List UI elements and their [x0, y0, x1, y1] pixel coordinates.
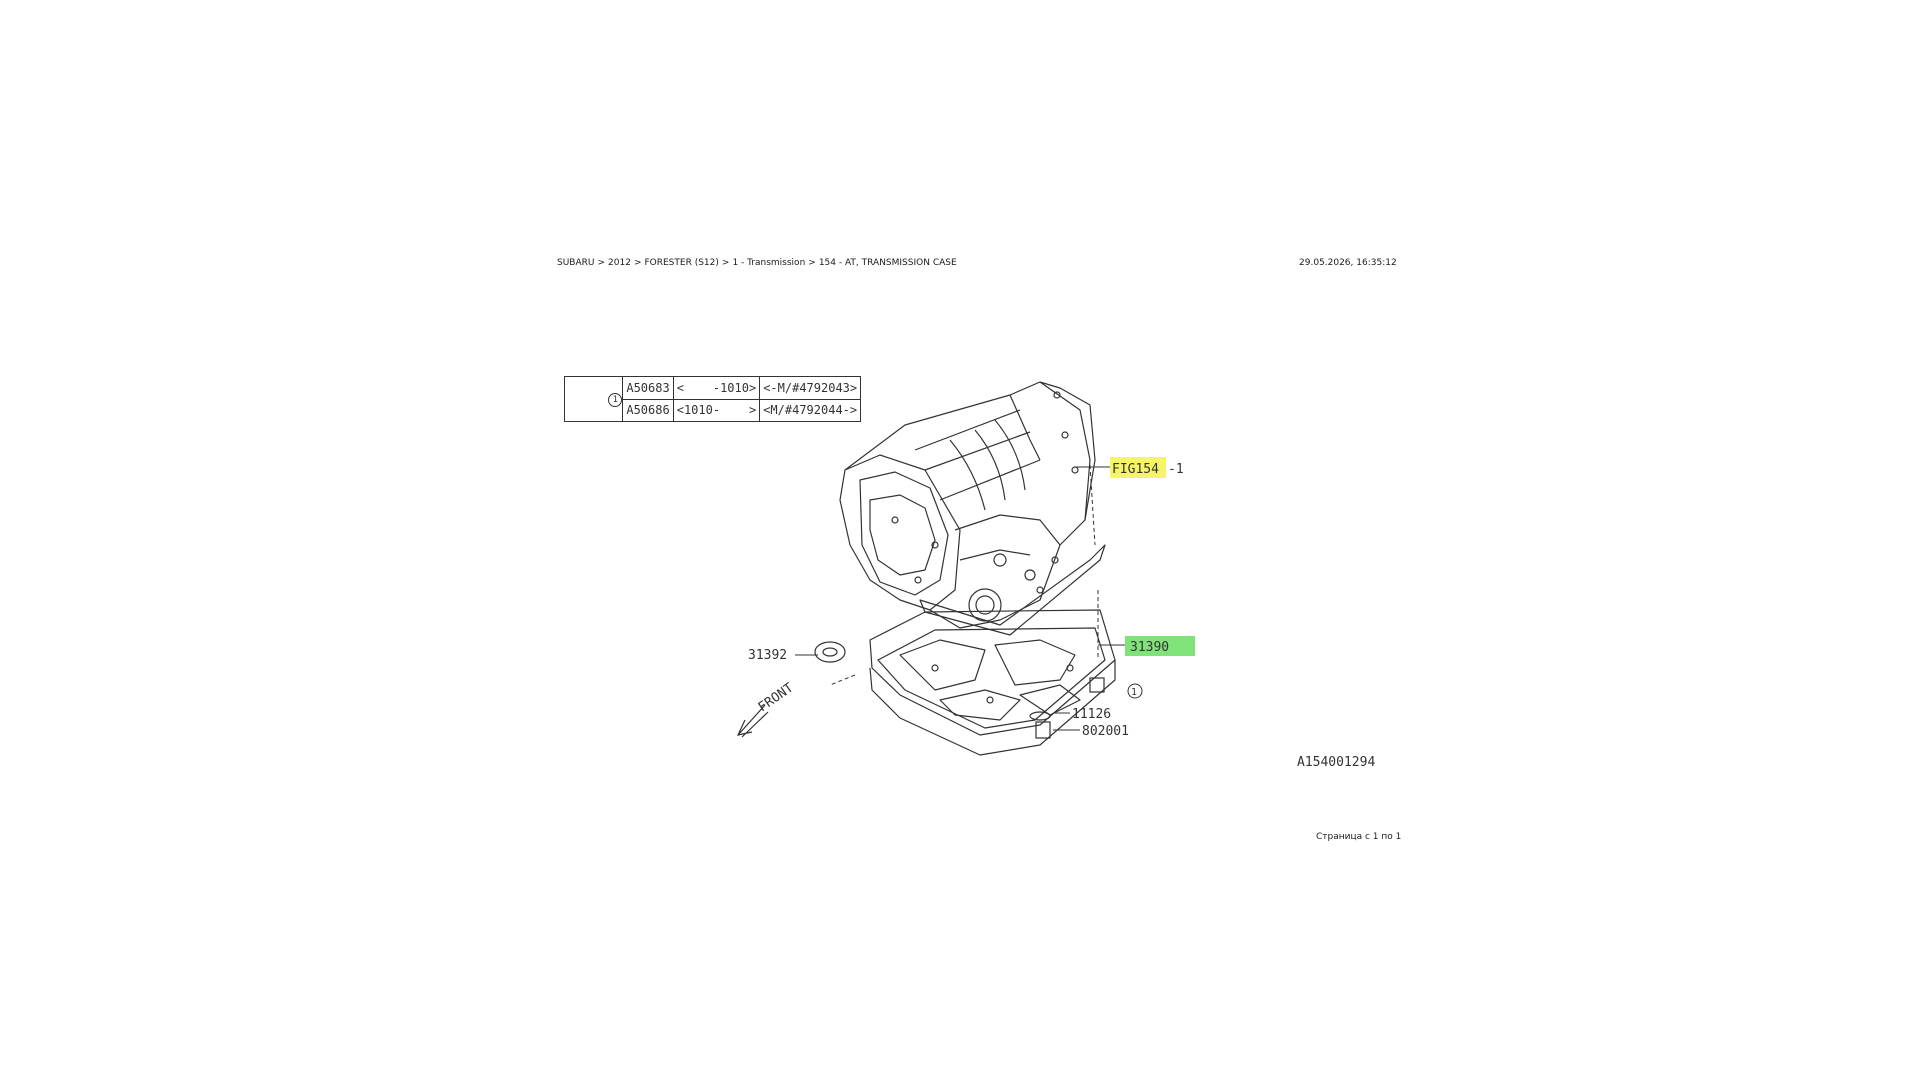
breadcrumb-item-year[interactable]: 2012: [608, 258, 631, 268]
drain-plug-illustration: [1029, 677, 1105, 739]
drawing-id: A154001294: [1297, 755, 1375, 770]
seal-illustration: [814, 641, 846, 663]
fig-ref-link[interactable]: FIG154: [1112, 462, 1159, 477]
variant-marker-cell: 1: [563, 376, 624, 422]
date-range-cell: <1010- >: [672, 398, 761, 422]
breadcrumb-item-model[interactable]: FORESTER (S12): [644, 258, 719, 268]
table-row: A50686 <1010- > <M/#4792044->: [565, 398, 862, 422]
front-label: FRONT: [756, 680, 797, 715]
breadcrumb-item-group[interactable]: 1 - Transmission: [732, 258, 806, 268]
variant-table: 1 A50683 < -1010> <-M/#4792043> A50686 <…: [563, 376, 862, 422]
leader-lines: [795, 464, 1125, 731]
drain-marker-number: 1: [1131, 687, 1137, 698]
oil-pan-illustration: [869, 609, 1116, 756]
breadcrumb-separator: >: [721, 258, 730, 268]
part-number-drain-plug[interactable]: 802001: [1082, 724, 1129, 739]
circled-number: 1: [608, 393, 623, 407]
transmission-case-illustration: [839, 381, 1106, 636]
circled-marker: [1127, 683, 1143, 699]
fig-ref-suffix: -1: [1168, 462, 1184, 477]
breadcrumb-item-section: 154 - AT, TRANSMISSION CASE: [818, 258, 957, 268]
print-datetime: 29.05.2026, 16:35:12: [1299, 258, 1397, 268]
serial-range-cell: <-M/#4792043>: [759, 376, 862, 400]
breadcrumb-separator: >: [808, 258, 816, 268]
breadcrumb-separator: >: [597, 258, 606, 268]
table-row: 1 A50683 < -1010> <-M/#4792043>: [563, 376, 862, 422]
part-number-cell[interactable]: A50686: [622, 398, 674, 422]
breadcrumb-item-make[interactable]: SUBARU: [557, 258, 595, 268]
part-number-seal[interactable]: 31392: [748, 648, 787, 663]
front-arrow-icon: [736, 704, 769, 738]
serial-range-cell: <M/#4792044->: [759, 398, 862, 422]
oil-pan-highlight: [1125, 636, 1195, 656]
breadcrumb: SUBARU>2012>FORESTER (S12)>1 - Transmiss…: [557, 258, 957, 268]
fig-ref-highlight: [1110, 457, 1166, 478]
breadcrumb-separator: >: [633, 258, 642, 268]
pagination: Страница с 1 по 1: [1316, 832, 1402, 842]
part-number-gasket[interactable]: 11126: [1072, 707, 1111, 722]
part-number-oil-pan[interactable]: 31390: [1130, 640, 1169, 655]
